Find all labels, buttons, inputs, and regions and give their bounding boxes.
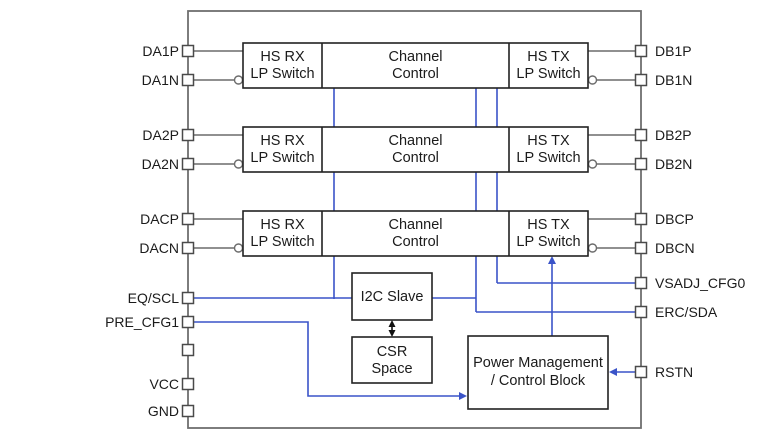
- pin-label-vsadj-cfg0: VSADJ_CFG0: [655, 275, 745, 291]
- pin-da2n: [181, 157, 195, 171]
- arrow-rstn-icon: [609, 368, 617, 376]
- i2c-slave-label: I2C Slave: [361, 289, 424, 305]
- lp-switch-label: LP Switch: [516, 66, 580, 82]
- arrow-up-icon: [388, 320, 396, 327]
- pin-label-dacp: DACP: [140, 211, 179, 227]
- lp-switch-label: LP Switch: [516, 150, 580, 166]
- pin-da1p: [181, 44, 195, 58]
- pin-label-db2p: DB2P: [655, 127, 692, 143]
- pin-unlabeled: [181, 343, 195, 357]
- pin-label-rstn: RSTN: [655, 364, 693, 380]
- block-channel-row-3: [242, 210, 589, 257]
- inversion-bubble-icon: [587, 75, 598, 85]
- lp-switch-label: LP Switch: [250, 234, 314, 250]
- pin-gnd: [181, 404, 195, 418]
- inversion-bubble-icon: [587, 159, 598, 169]
- pin-label-erc-sda: ERC/SDA: [655, 304, 718, 320]
- pin-label-da1n: DA1N: [142, 72, 179, 88]
- power-management-label: / Control Block: [491, 373, 586, 389]
- hs-rx-label: HS RX: [260, 133, 305, 149]
- block-channel-row-1: [242, 42, 589, 89]
- arrow-down-icon: [388, 330, 396, 337]
- pin-da1n: [181, 73, 195, 87]
- pin-label-db1p: DB1P: [655, 43, 692, 59]
- power-management-label: Power Management: [473, 355, 603, 371]
- inversion-bubble-icon: [587, 243, 598, 253]
- pin-dbcp: [634, 212, 648, 226]
- pin-label-da2p: DA2P: [142, 127, 179, 143]
- wire-pre-cfg1: [194, 321, 460, 397]
- pin-vcc: [181, 377, 195, 391]
- arrow-pre-cfg1-icon: [459, 392, 467, 400]
- pin-label-dbcp: DBCP: [655, 211, 694, 227]
- pin-label-dbcn: DBCN: [655, 240, 695, 256]
- pin-rstn: [634, 365, 648, 379]
- pin-da2p: [181, 128, 195, 142]
- pin-vsadj-cfg0: [634, 276, 648, 290]
- pin-erc-sda: [634, 305, 648, 319]
- inversion-bubble-icon: [233, 243, 244, 253]
- pin-dacn: [181, 241, 195, 255]
- inversion-bubble-icon: [233, 159, 244, 169]
- inversion-bubble-icon: [233, 75, 244, 85]
- block-power-management: [467, 335, 609, 410]
- pin-pre-cfg1: [181, 315, 195, 329]
- pin-db2n: [634, 157, 648, 171]
- pin-label-gnd: GND: [148, 403, 179, 419]
- hs-tx-label: HS TX: [527, 49, 570, 65]
- pin-label-pre-cfg1: PRE_CFG1: [105, 314, 179, 330]
- pin-label-vcc: VCC: [149, 376, 179, 392]
- channel-control-label: Channel: [388, 49, 442, 65]
- pin-db1n: [634, 73, 648, 87]
- arrow-power-up-icon: [548, 256, 556, 264]
- pin-label-da1p: DA1P: [142, 43, 179, 59]
- block-channel-row-2: [242, 126, 589, 173]
- lp-switch-label: LP Switch: [250, 66, 314, 82]
- pin-label-db1n: DB1N: [655, 72, 692, 88]
- pin-db1p: [634, 44, 648, 58]
- pin-label-da2n: DA2N: [142, 156, 179, 172]
- lp-switch-label: LP Switch: [250, 150, 314, 166]
- pin-dacp: [181, 212, 195, 226]
- pin-db2p: [634, 128, 648, 142]
- csr-space-label: CSR: [377, 344, 408, 360]
- pin-dbcn: [634, 241, 648, 255]
- channel-control-label: Channel: [388, 217, 442, 233]
- pin-label-eq-scl: EQ/SCL: [128, 290, 180, 306]
- hs-rx-label: HS RX: [260, 49, 305, 65]
- pin-eq-scl: [181, 291, 195, 305]
- hs-tx-label: HS TX: [527, 133, 570, 149]
- csr-space-label: Space: [371, 361, 412, 377]
- channel-control-label: Channel: [388, 133, 442, 149]
- pin-label-dacn: DACN: [139, 240, 179, 256]
- pin-label-db2n: DB2N: [655, 156, 692, 172]
- lp-switch-label: LP Switch: [516, 234, 580, 250]
- hs-rx-label: HS RX: [260, 217, 305, 233]
- block-csr-space: [351, 336, 433, 384]
- channel-control-label: Control: [392, 150, 439, 166]
- block-i2c-slave: [351, 272, 433, 321]
- channel-control-label: Control: [392, 234, 439, 250]
- hs-tx-label: HS TX: [527, 217, 570, 233]
- channel-control-label: Control: [392, 66, 439, 82]
